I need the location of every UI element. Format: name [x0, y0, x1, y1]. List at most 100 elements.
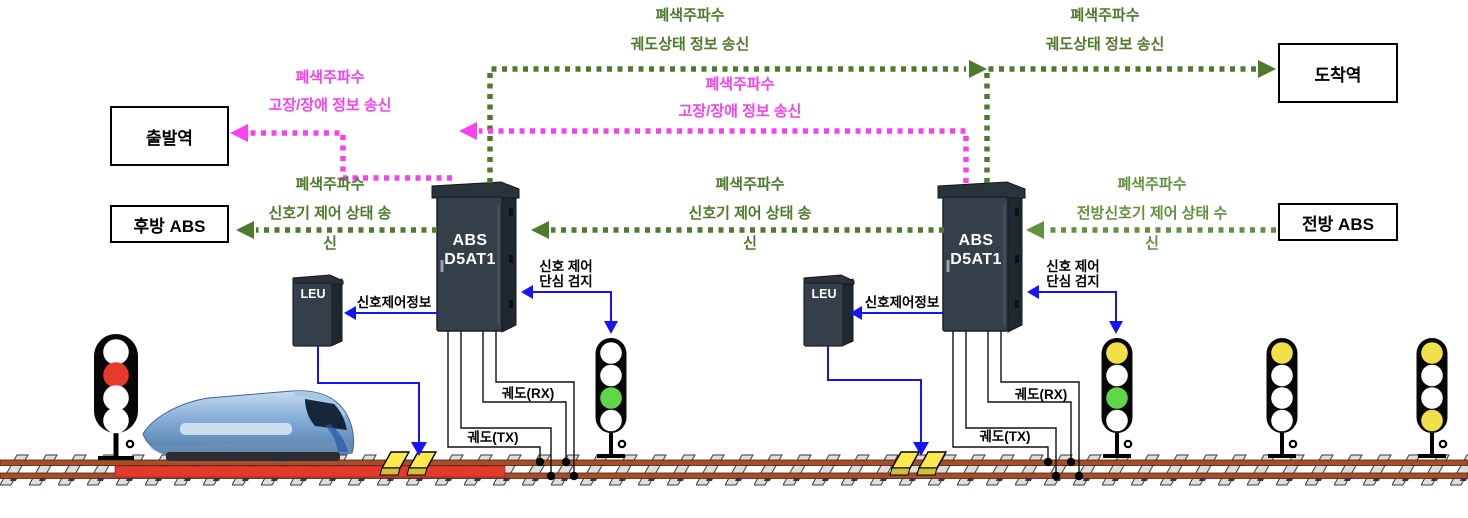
flow-label: 신: [323, 235, 337, 252]
leu-cabinet-1: [292, 274, 344, 347]
arrow-left-icon: [531, 221, 549, 239]
signal-light-yellow: [1421, 342, 1443, 364]
arrow-left-icon: [230, 124, 248, 142]
flow-fault-to-departure: [250, 130, 452, 181]
track-rx-label-1: 궤도(RX): [501, 386, 555, 401]
flow-label: 폐색주파수: [655, 7, 725, 24]
signal-light-yellow: [1106, 342, 1128, 364]
arrow-left-icon: [521, 285, 533, 299]
rail-terminal: [1043, 457, 1053, 467]
flow-label: 고장/장애 정보 송신: [678, 103, 802, 120]
flow-label: 전방신호기 제어 상태 수: [1076, 205, 1228, 222]
flow-label: 신: [1145, 235, 1159, 252]
signal-ring: [617, 439, 627, 449]
rail-bottom: [0, 472, 1468, 479]
flow-label: 신: [743, 235, 757, 252]
signal-light-off: [1271, 409, 1293, 432]
blue-links-1: [317, 285, 618, 456]
flow-label: 신호기 제어 상태 송: [268, 205, 392, 222]
signal-light-yellow: [1421, 409, 1443, 432]
track-wires-1: [447, 330, 579, 481]
flow-label: 궤도상태 정보 송신: [1045, 36, 1165, 53]
arrow-right-icon: [1258, 60, 1276, 78]
arrow-left-icon: [850, 306, 862, 320]
signal-4: [1266, 338, 1298, 458]
arrow-down-icon: [411, 442, 427, 456]
track-wires-2: [952, 330, 1084, 481]
leu-1-label: LEU: [300, 287, 326, 301]
flow-label: 궤도상태 정보 송신: [630, 36, 750, 53]
balise-pair-2: [889, 451, 948, 476]
signal-ring: [1123, 439, 1133, 449]
signal-light-green: [600, 387, 622, 409]
abs-cabinet-1-label: ABS D5AT1: [444, 232, 496, 268]
departure-station-label: 출발역: [146, 128, 193, 148]
signal-light-off: [103, 407, 129, 434]
abs-cabinet-2-label: ABS D5AT1: [950, 232, 1002, 268]
occupied-block-overlay: [114, 465, 506, 478]
rail-terminal: [1074, 471, 1084, 481]
rail-terminal: [1066, 457, 1076, 467]
rail-terminal: [561, 457, 571, 467]
balise-pair-1: [379, 451, 438, 476]
flow-label: 폐색주파수: [1117, 176, 1187, 193]
track-tx-label-1: 궤도(TX): [467, 430, 519, 445]
train-image: [142, 390, 355, 462]
signal-light-off: [1421, 364, 1443, 387]
comm-flows: [230, 60, 1276, 239]
signal-light-off: [600, 364, 622, 387]
break-detect-label-2: 신호 제어 단심 검지: [1046, 259, 1100, 290]
signal-ring: [1288, 439, 1298, 449]
signal-light-off: [600, 409, 622, 432]
signal-light-off: [1421, 387, 1443, 409]
flow-label: 폐색주파수: [715, 176, 785, 193]
signal-light-green: [1106, 387, 1128, 409]
signal-2: [595, 338, 627, 458]
arrow-left-icon: [1027, 285, 1039, 299]
signal-light-off: [1271, 387, 1293, 409]
arrow-left-icon: [1026, 221, 1044, 239]
abs-cabinet-1: [431, 181, 520, 333]
arrival-station-box: 도착역: [1278, 43, 1398, 103]
flow-track-status-1: [487, 66, 966, 183]
flow-label: 폐색주파수: [295, 69, 365, 86]
rear-abs-label: 후방 ABS: [133, 216, 206, 236]
flow-label: 폐색주파수: [705, 76, 775, 93]
signal-light-off: [103, 385, 129, 411]
signal-light-off: [1106, 409, 1128, 432]
track-tx-label-2: 궤도(TX): [979, 429, 1031, 444]
track-rx-label-2: 궤도(RX): [1014, 387, 1068, 402]
flow-track-status-2: [984, 66, 1256, 183]
break-detect-label-1: 신호 제어 단심 검지: [539, 259, 593, 290]
rail-terminal: [546, 471, 556, 481]
arrow-down-icon: [913, 442, 929, 456]
flow-label: 신호기 제어 상태 송: [688, 205, 812, 222]
rail-terminal: [535, 457, 545, 467]
rail-terminal: [569, 471, 579, 481]
signal-light-red: [103, 362, 129, 388]
rear-abs-box: 후방 ABS: [110, 205, 229, 243]
flow-label: 폐색주파수: [1070, 7, 1140, 24]
front-abs-box: 전방 ABS: [1278, 203, 1398, 241]
leu-cabinet-2: [803, 274, 855, 347]
front-abs-label: 전방 ABS: [1302, 214, 1374, 234]
arrow-down-icon: [604, 321, 618, 334]
leu-2-label: LEU: [811, 287, 837, 301]
signal-light-off: [1106, 364, 1128, 387]
rail-terminal: [1051, 471, 1061, 481]
arrow-left-icon: [236, 221, 254, 239]
arrival-station-label: 도착역: [1314, 65, 1362, 85]
departure-station-box: 출발역: [110, 106, 229, 166]
flow-label: 폐색주파수: [295, 176, 365, 193]
arrow-left-icon: [344, 306, 356, 320]
signal-1: [94, 334, 138, 460]
signal-ring: [125, 439, 135, 449]
signal-3: [1101, 338, 1133, 458]
arrow-left-icon: [459, 122, 477, 140]
rail-top: [0, 459, 1468, 466]
flow-label: 고장/장애 정보 송신: [268, 97, 392, 114]
railroad-track: [0, 452, 1468, 490]
signal-ring: [1438, 439, 1448, 449]
abs-cabinet-2: [937, 181, 1026, 333]
